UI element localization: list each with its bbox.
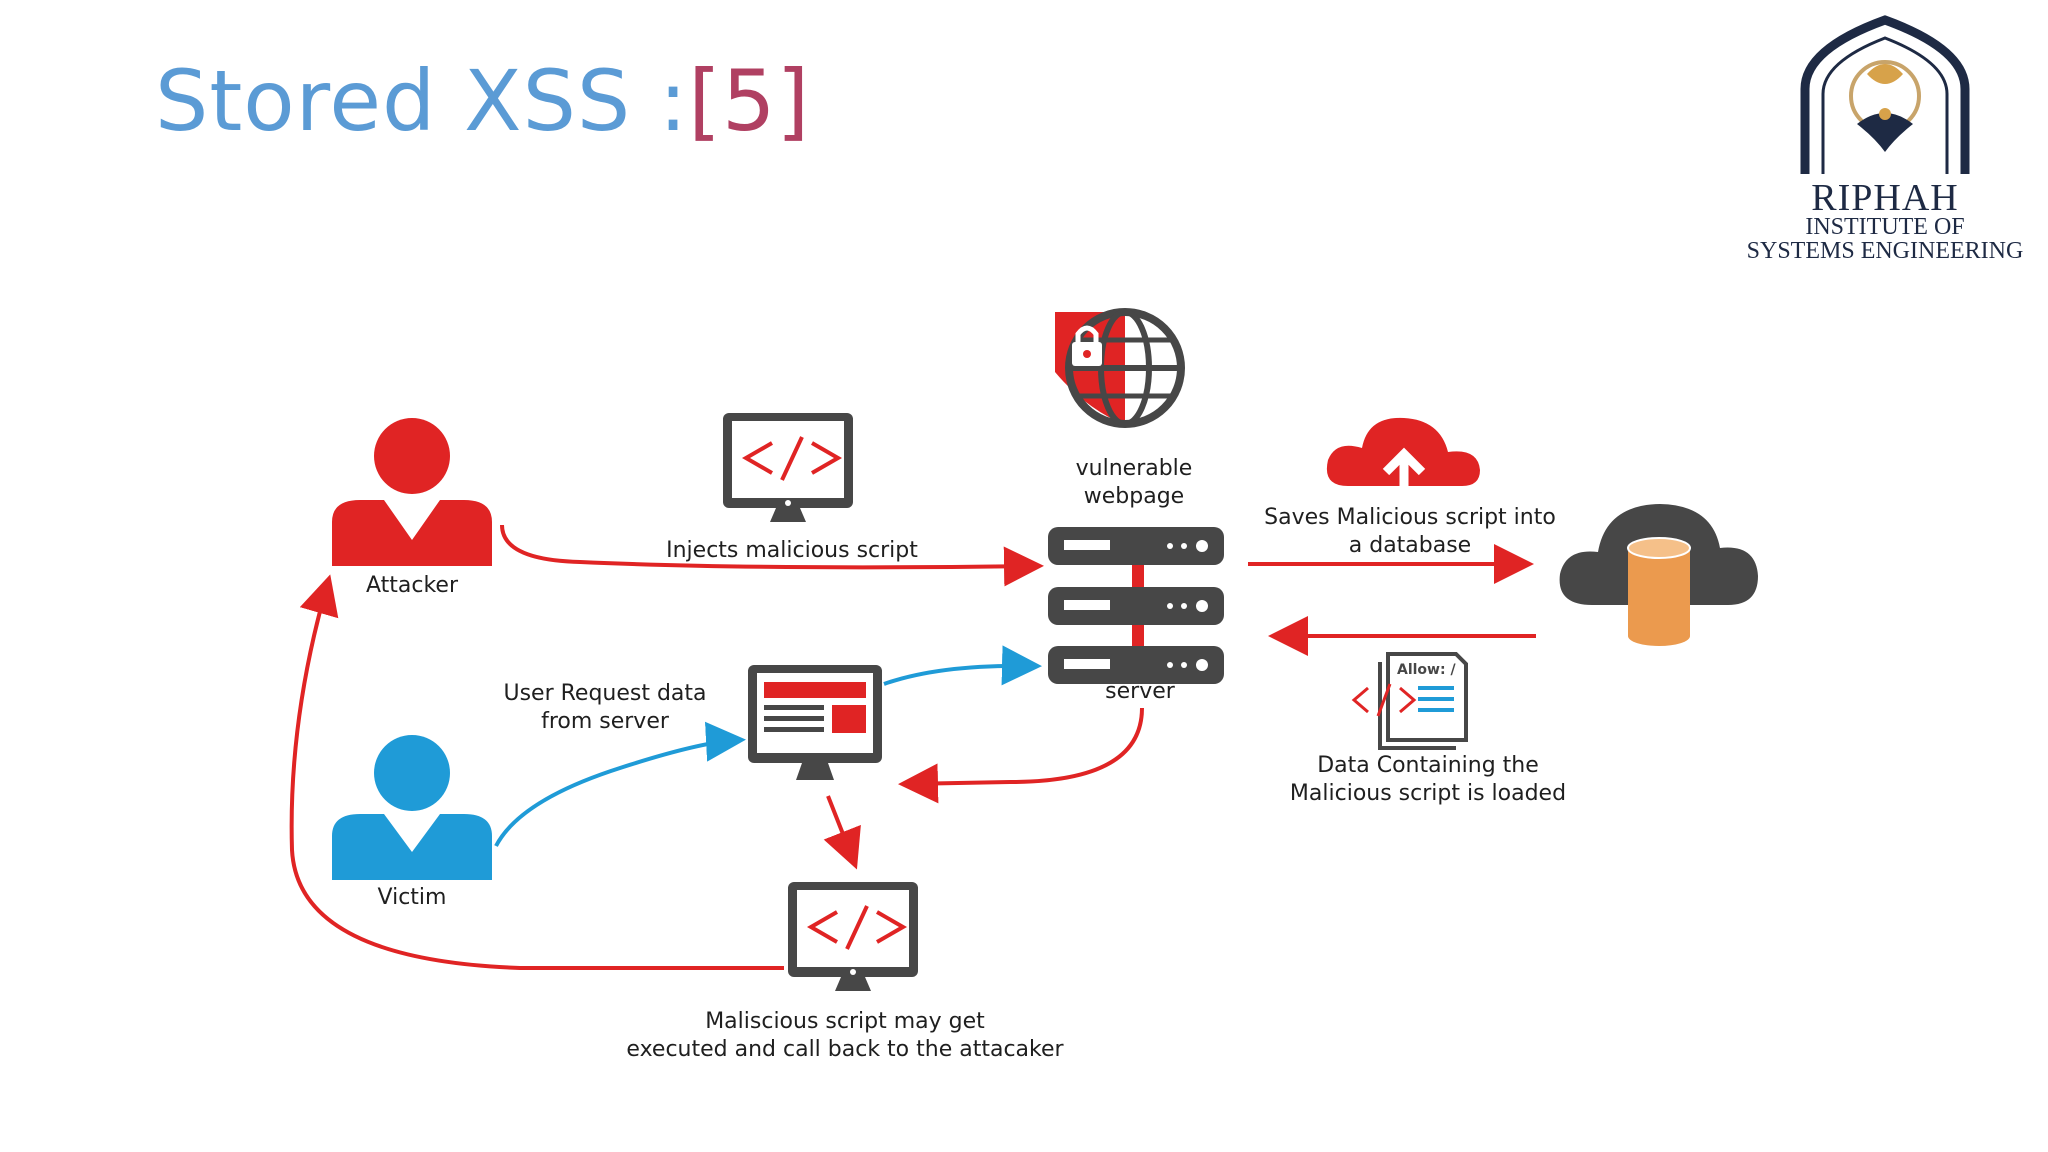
- webpage-monitor-icon: [748, 665, 882, 780]
- arrow-attacker-to-server: [500, 524, 1044, 587]
- user-request-line-1: User Request data: [503, 681, 707, 706]
- riphah-logo: RIPHAH INSTITUTE OF SYSTEMS ENGINEERING: [1745, 14, 2025, 264]
- malicious-exec-line-2: executed and call back to the attacaker: [626, 1037, 1064, 1062]
- user-request-line-2: from server: [541, 709, 669, 734]
- malicious-exec-label: Maliscious script may get executed and c…: [600, 1008, 1090, 1064]
- data-containing-line-1: Data Containing the: [1317, 753, 1539, 778]
- arrow-victim-to-webpage: [494, 721, 746, 847]
- malicious-exec-line-1: Maliscious script may get: [705, 1009, 985, 1034]
- vulnerable-line-2: webpage: [1083, 484, 1185, 509]
- mosque-arch-emblem: [1800, 15, 1970, 174]
- arrow-webpage-to-server: [883, 645, 1042, 686]
- database-cloud-icon: [1559, 504, 1758, 646]
- cloud-upload-icon: [1326, 417, 1480, 490]
- user-request-label: User Request data from server: [480, 680, 730, 736]
- shield-globe-icon: [1055, 308, 1185, 428]
- vulnerable-line-1: vulnerable: [1075, 456, 1193, 481]
- slide-title-reference: [5]: [688, 52, 811, 150]
- slide-title-text: Stored XSS :: [155, 52, 689, 150]
- logo-name: RIPHAH: [1811, 177, 1959, 219]
- data-containing-line-2: Malicious script is loaded: [1289, 781, 1567, 806]
- victim-icon: [332, 735, 492, 880]
- server-label: server: [1105, 679, 1175, 704]
- slide-title: Stored XSS :[5]: [155, 52, 810, 150]
- logo-subtitle-1: INSTITUTE OF: [1805, 214, 1965, 240]
- attacker-icon: [332, 418, 492, 566]
- saves-line-2: a database: [1348, 533, 1472, 558]
- attacker-label: Attacker: [365, 573, 459, 598]
- data-containing-label: Data Containing the Malicious script is …: [1268, 752, 1588, 808]
- arrow-server-to-webpage: [898, 707, 1144, 804]
- allow-tag-text: Allow: /: [1397, 662, 1456, 678]
- code-document-icon: Allow: /: [1351, 652, 1468, 750]
- code-monitor-icon-top: [723, 413, 853, 522]
- victim-label: Victim: [377, 885, 447, 910]
- vulnerable-webpage-label: vulnerable webpage: [1034, 455, 1234, 511]
- code-monitor-icon-bottom: [788, 882, 918, 991]
- injects-label: Injects malicious script: [666, 538, 918, 563]
- saves-line-1: Saves Malicious script into: [1264, 505, 1556, 530]
- server-icon: [1048, 527, 1224, 684]
- logo-subtitle-2: SYSTEMS ENGINEERING: [1746, 238, 2024, 264]
- saves-label: Saves Malicious script into a database: [1230, 504, 1590, 560]
- arrow-callback-to-attacker: [289, 574, 784, 970]
- arrow-webpage-to-exec: [823, 795, 861, 870]
